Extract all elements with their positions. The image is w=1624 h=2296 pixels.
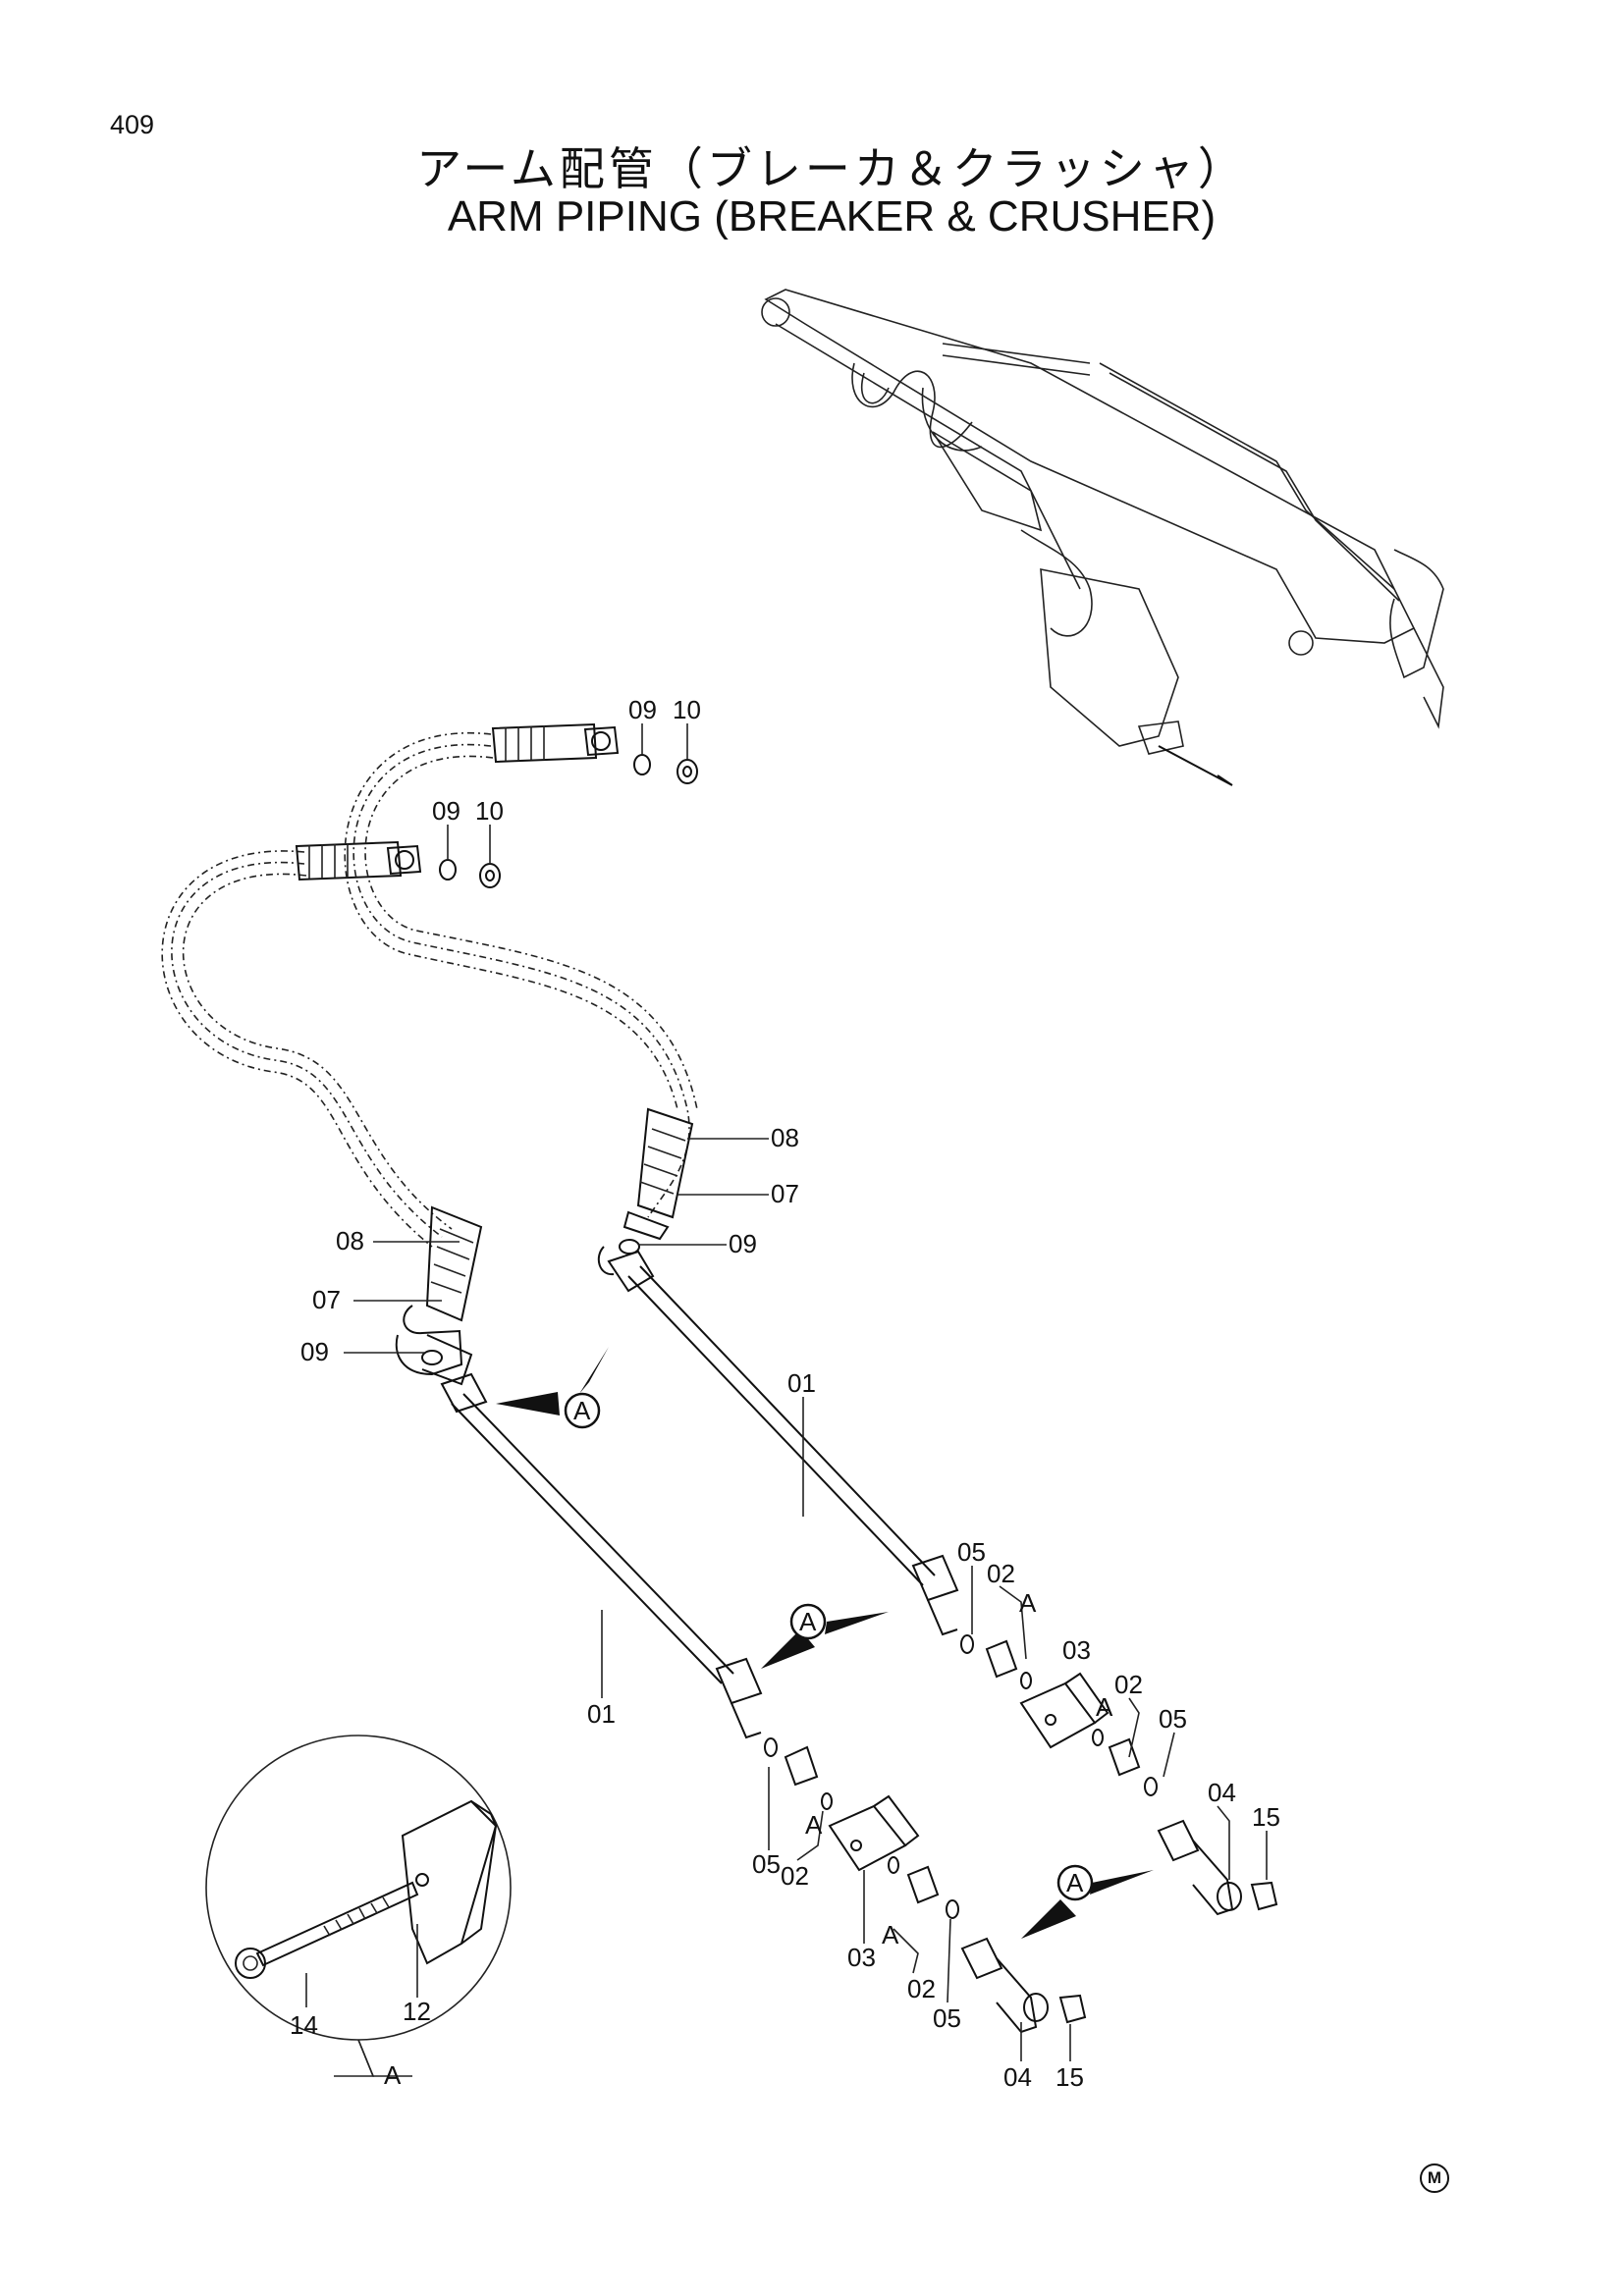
view-marker-a1: A [573,1396,591,1425]
callout-14: 14 [290,2010,318,2040]
hose-assembly-right [344,722,698,1241]
view-arrow-a3 [1021,1864,1154,1939]
callout-09-right: 09 [729,1229,757,1258]
callout-09-top: 09 [628,695,657,724]
callout-05-d: 05 [933,2003,961,2033]
callout-04-a: 04 [1208,1778,1236,1807]
callout-10-top: 10 [673,695,701,724]
callout-05-b: 05 [1159,1704,1187,1734]
detail-view-a [205,1735,512,2077]
callout-08-left: 08 [336,1226,364,1255]
callout-07-left: 07 [312,1285,341,1314]
view-marker-a2: A [799,1607,817,1636]
hose-assembly-left [161,840,483,1386]
view-marker-a-small3: A [805,1810,823,1840]
callout-08-right: 08 [771,1123,799,1152]
pipe-lower [440,1372,763,1739]
callout-15-a: 15 [1252,1802,1280,1832]
fittings-left-group [764,1737,1087,2034]
view-marker-a3: A [1066,1868,1084,1897]
view-marker-a-small4: A [882,1920,899,1949]
view-marker-a-small2: A [1096,1692,1113,1722]
view-arrow-a1 [496,1347,609,1429]
callout-03-a: 03 [1062,1635,1091,1665]
callout-02-b: 02 [1114,1670,1143,1699]
callout-02-d: 02 [907,1974,936,2003]
detail-view-label: A [384,2060,402,2090]
callout-07-right: 07 [771,1179,799,1208]
pipe-upper [597,1246,959,1636]
callout-01-lower: 01 [587,1699,616,1729]
fittings-right-group [960,1634,1278,1916]
leader-lines [344,723,1268,2061]
callout-01-upper: 01 [787,1368,816,1398]
callout-03-b: 03 [847,1943,876,1972]
callout-04-b: 04 [1003,2062,1032,2092]
callout-09-mid: 09 [432,796,460,826]
view-marker-labels: A A A A A A A A [384,1396,1113,2090]
callout-12: 12 [403,1997,431,2026]
view-arrow-a2 [761,1603,889,1669]
callout-05-a: 05 [957,1537,986,1567]
view-marker-a-small1: A [1019,1588,1037,1618]
arm-breaker-illustration [761,289,1444,786]
title-japanese: アーム配管（ブレーカ＆クラッシャ） [416,142,1247,195]
seal-rings [421,754,698,1365]
callout-02-a: 02 [987,1559,1015,1588]
callout-05-c: 05 [752,1849,781,1879]
callout-10-mid: 10 [475,796,504,826]
title-english: ARM PIPING (BREAKER & CRUSHER) [447,192,1217,240]
callout-02-c: 02 [781,1861,809,1891]
callout-15-b: 15 [1056,2062,1084,2092]
callout-09-left: 09 [300,1337,329,1366]
callout-labels: 09 10 09 10 08 07 09 08 07 09 01 01 05 0… [290,695,1280,2092]
page-number: 409 [110,110,155,139]
footer-mark: M [1420,2163,1449,2193]
